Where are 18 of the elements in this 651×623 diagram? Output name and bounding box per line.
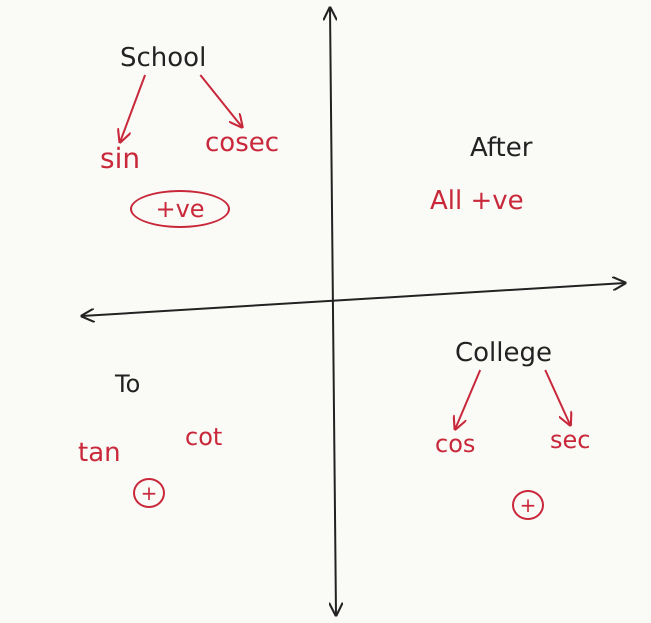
cot-word: cot — [185, 425, 222, 449]
positive-circled: +ve — [130, 190, 230, 228]
sec-word: sec — [550, 428, 590, 452]
quadrant-word: To — [115, 372, 140, 396]
cos-word: cos — [435, 432, 476, 456]
school-word: School — [120, 45, 206, 71]
college-word: College — [455, 340, 552, 366]
positive-circled: + — [512, 490, 544, 520]
positive-circled: + — [133, 478, 165, 508]
quadrant-word: After — [470, 135, 532, 161]
all-positive-note: All +ve — [430, 188, 524, 214]
arrow — [544, 370, 572, 428]
arrow — [452, 370, 482, 432]
sin-word: sin — [100, 145, 140, 173]
cosec-word: cosec — [205, 130, 280, 156]
arrow — [116, 74, 146, 144]
tan-word: tan — [78, 440, 121, 466]
arrow — [200, 74, 244, 130]
